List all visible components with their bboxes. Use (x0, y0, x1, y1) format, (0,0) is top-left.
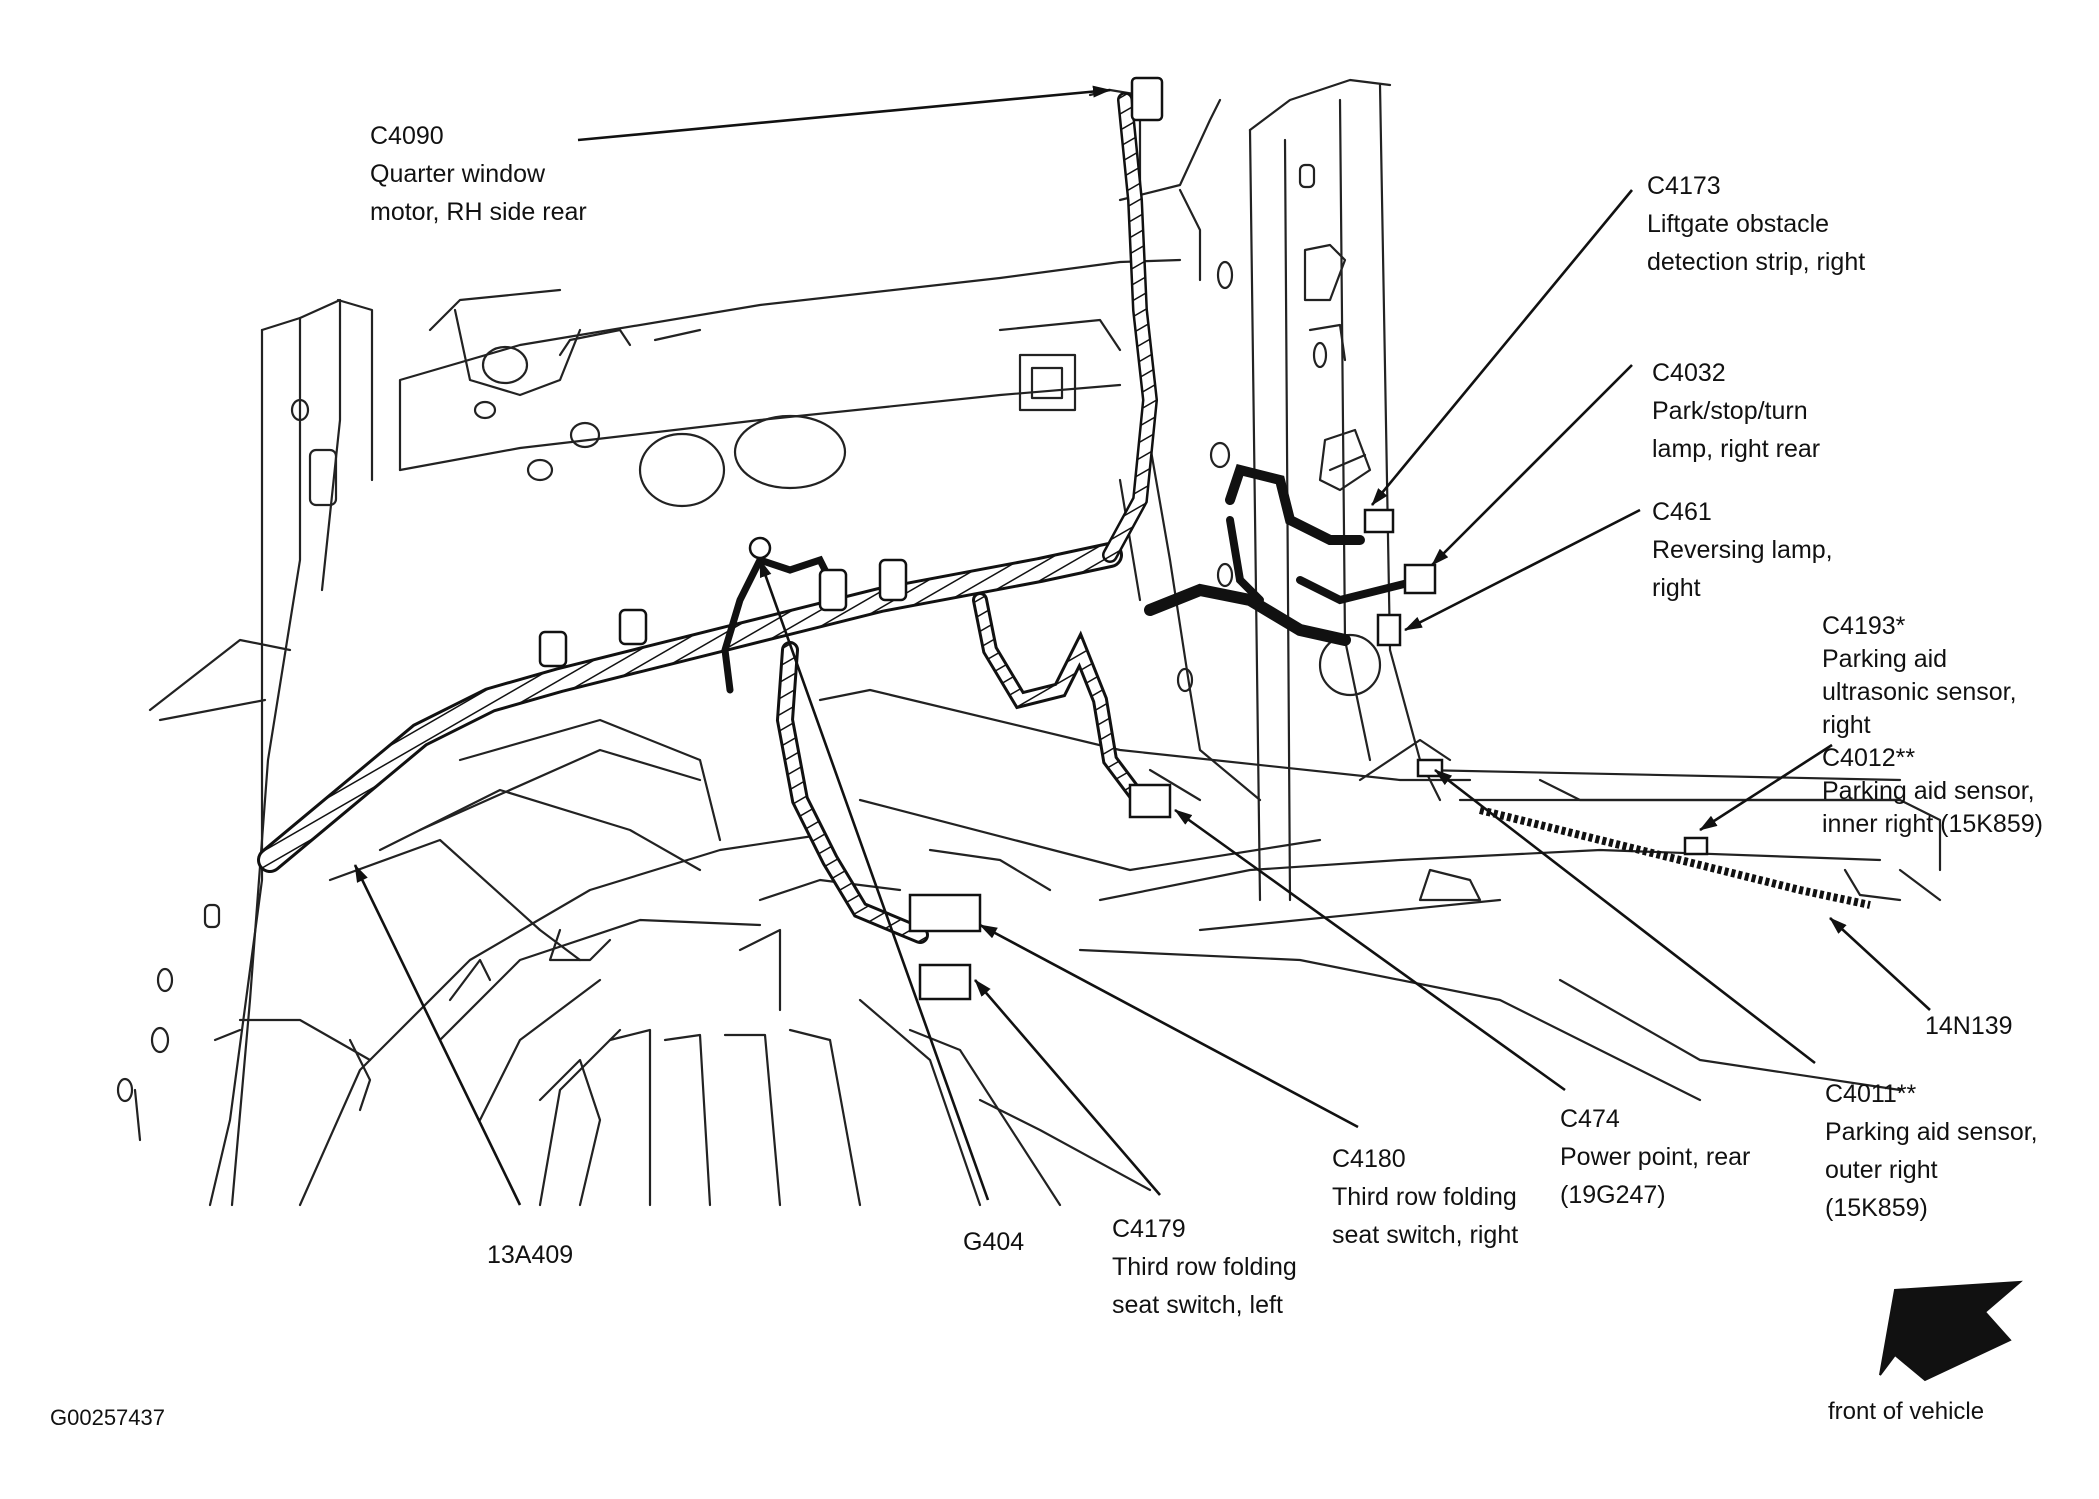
ground-g404 (748, 536, 772, 560)
callout-c4011: C4011**Parking aid sensor,outer right(15… (1825, 1080, 2038, 1222)
front-of-vehicle-label: front of vehicle (1828, 1398, 1985, 1425)
connector-c4090 (1130, 76, 1164, 122)
figure-id: G00257437 (50, 1405, 165, 1430)
connectors (538, 76, 1709, 1001)
connector-c4180 (908, 893, 982, 933)
connector-c461 (1376, 613, 1402, 647)
connector-c4173 (1363, 508, 1395, 534)
callout-g404: G404 (963, 1228, 1025, 1256)
front-arrow-icon (1879, 1280, 2023, 1382)
connector-c474 (1128, 783, 1172, 819)
connector-c4032 (1403, 563, 1437, 595)
callout-14n139: 14N139 (1925, 1012, 2013, 1040)
connector-c4012 (1683, 836, 1709, 856)
wiring-harness (257, 92, 1871, 944)
leader-lines (353, 85, 1931, 1206)
vehicle-body-drawing (116, 78, 1942, 1207)
connector-c4179 (918, 963, 972, 1001)
callout-13a409: 13A409 (487, 1241, 574, 1269)
